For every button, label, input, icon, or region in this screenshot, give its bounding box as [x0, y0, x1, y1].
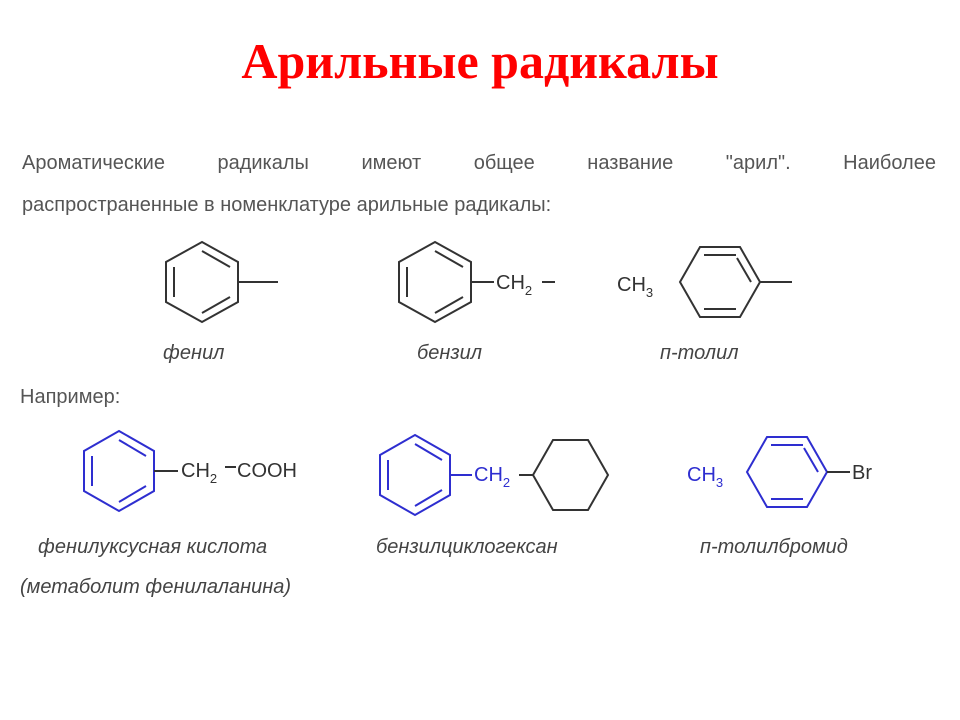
phenyl-structure [165, 240, 278, 324]
caption-p-tolyl-bromide: п-толилбромид [700, 536, 848, 558]
caption-phenylacetic-note: (метаболит фенилаланина) [20, 576, 292, 598]
p-tolyl-ch3-label: CH3 [617, 274, 653, 300]
caption-p-tolyl: п-толил [660, 342, 739, 364]
intro-word: "арил". [725, 152, 791, 174]
tolyl-ch3-label: CH3 [687, 464, 723, 490]
benzyl-ch2-label: CH2 [474, 464, 510, 490]
intro-line-1: Ароматические радикалы имеют общее назва… [22, 152, 936, 175]
intro-word: радикалы [217, 152, 309, 174]
bromine-label: Br [852, 462, 872, 484]
intro-word: Ароматические [22, 152, 165, 174]
intro-word: общее [473, 152, 535, 174]
phenylacetic-acid-structure: CH2 COOH [83, 429, 297, 513]
caption-phenylacetic-acid: фенилуксусная кислота [38, 536, 268, 558]
intro-word: имеют [361, 152, 422, 174]
phenylacetic-ch2-label: CH2 [181, 460, 217, 486]
cooh-label: COOH [237, 460, 297, 482]
intro-line-2: распространенные в номенклатуре арильные… [22, 194, 552, 216]
p-tolyl-bromide-structure: CH3 Br [687, 436, 872, 508]
p-tolyl-structure: CH3 [617, 246, 792, 318]
intro-word: Наиболее [843, 152, 936, 174]
caption-phenyl: фенил [163, 342, 225, 364]
page-title: Арильные радикалы [241, 33, 719, 89]
benzylcyclohexane-structure: CH2 [379, 433, 610, 517]
caption-benzylcyclohexane: бензилциклогексан [376, 536, 558, 558]
intro-word: название [587, 152, 674, 174]
benzyl-ch2-label: CH2 [496, 272, 532, 298]
caption-benzyl: бензил [417, 342, 483, 364]
benzyl-structure: CH2 [398, 240, 555, 324]
example-label: Например: [20, 386, 121, 408]
